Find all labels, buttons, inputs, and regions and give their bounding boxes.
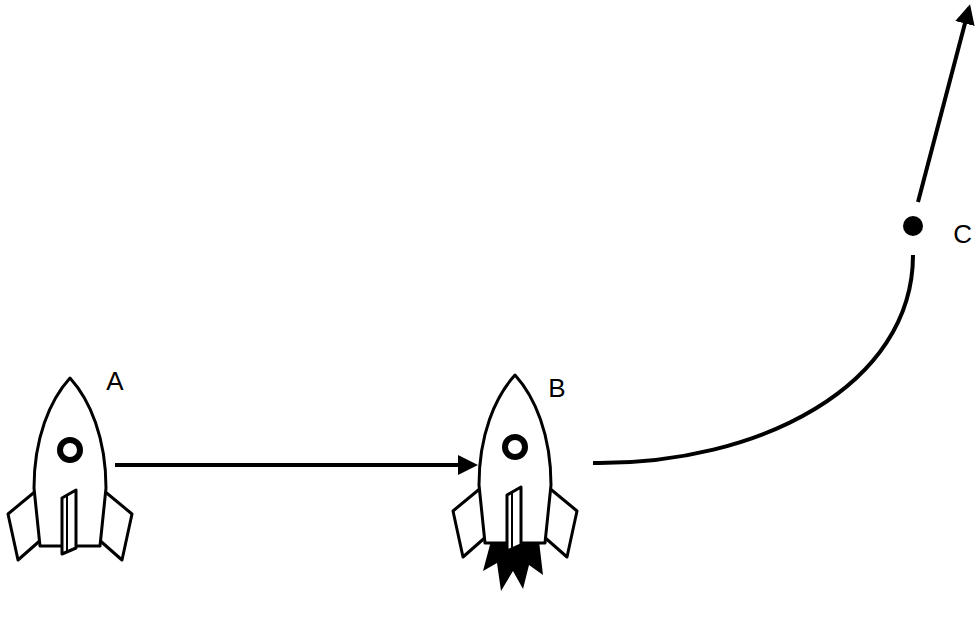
curved-path	[593, 255, 913, 463]
point-label: B	[548, 375, 565, 401]
straight-path	[115, 463, 474, 467]
rocket-b	[453, 375, 577, 591]
point-label: C	[953, 221, 972, 247]
point-c	[903, 216, 923, 236]
point-label: A	[106, 368, 123, 394]
exit-path	[918, 8, 969, 202]
rocket-a	[8, 378, 132, 560]
